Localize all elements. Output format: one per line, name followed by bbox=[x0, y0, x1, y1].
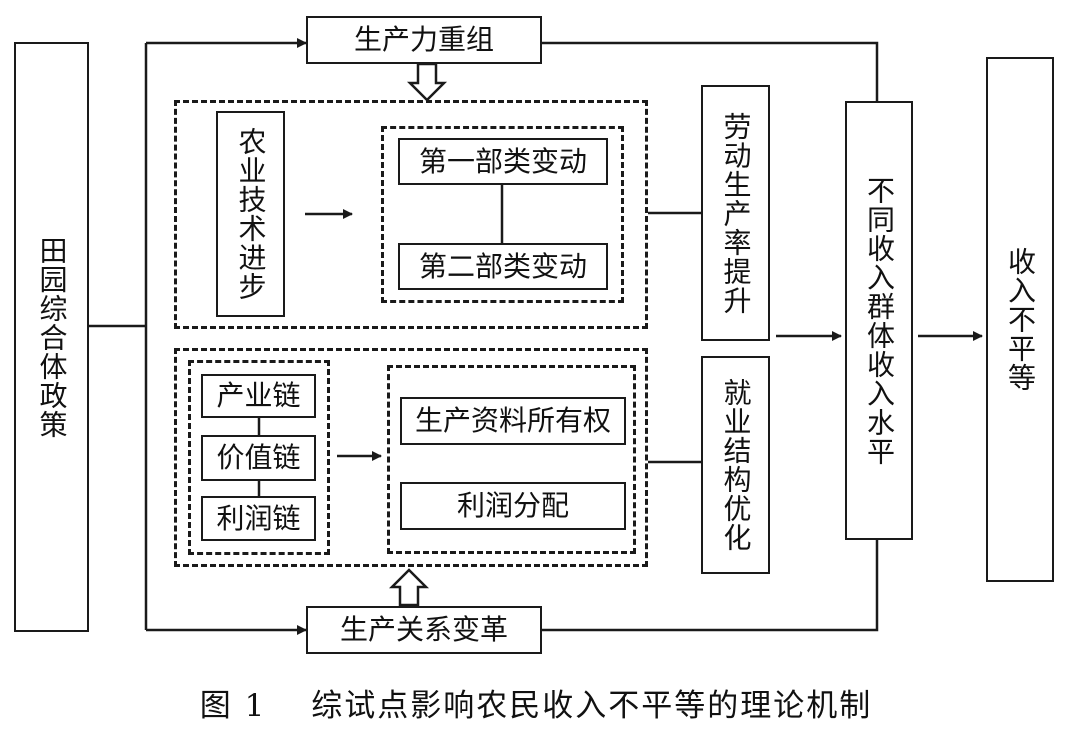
labor-productivity-box: 劳动生产率提升 bbox=[701, 85, 770, 341]
connector-reorg-to-income bbox=[542, 41, 879, 101]
sector1-change-box: 第一部类变动 bbox=[398, 138, 608, 185]
connector-relations-to-income bbox=[542, 540, 879, 632]
income-inequality-box: 收入不平等 bbox=[986, 57, 1054, 582]
means-ownership-box: 生产资料所有权 bbox=[400, 397, 626, 445]
hollow-arrow-up bbox=[388, 568, 430, 607]
ownership-dashed-group bbox=[387, 365, 636, 554]
productivity-reorg-box: 生产力重组 bbox=[306, 16, 542, 64]
sector-dashed-group bbox=[381, 126, 624, 303]
profit-chain-box: 利润链 bbox=[201, 496, 316, 541]
value-chain-box: 价值链 bbox=[201, 435, 316, 481]
group-income-box: 不同收入群体收入水平 bbox=[845, 101, 913, 540]
agri-tech-box: 农业技术进步 bbox=[216, 111, 285, 317]
chain-dashed-group bbox=[188, 360, 330, 555]
industry-chain-box: 产业链 bbox=[201, 374, 316, 418]
sector2-change-box: 第二部类变动 bbox=[398, 243, 608, 290]
policy-box: 田园综合体政策 bbox=[14, 42, 89, 632]
employment-structure-box: 就业结构优化 bbox=[701, 356, 770, 574]
productivity-dashed-group bbox=[174, 100, 648, 329]
relations-dashed-group bbox=[174, 348, 648, 567]
profit-distribution-box: 利润分配 bbox=[400, 482, 626, 530]
figure-caption: 图 1 综试点影响农民收入不平等的理论机制 bbox=[199, 688, 873, 724]
hollow-arrow-down bbox=[406, 62, 448, 102]
production-relations-box: 生产关系变革 bbox=[306, 606, 542, 654]
